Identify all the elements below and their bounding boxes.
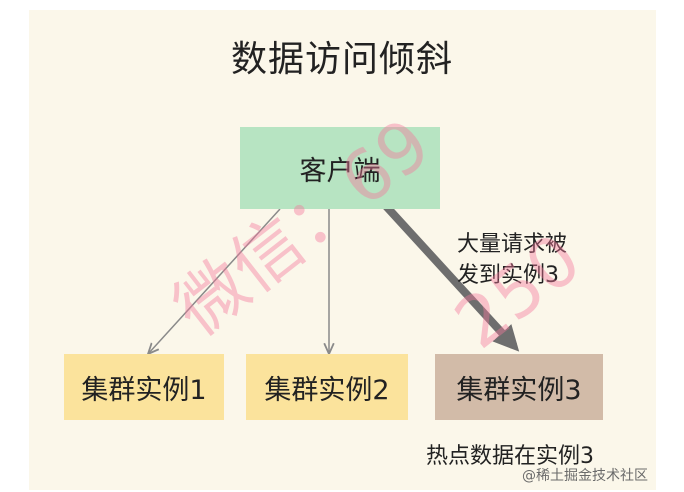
- heavy-traffic-label-line-1: 大量请求被: [457, 232, 568, 257]
- edge-client-to-instance1: [148, 208, 281, 354]
- hotspot-note: 热点数据在实例3: [426, 444, 594, 469]
- instance-1-node: 集群实例1: [64, 354, 224, 420]
- diagram-title: 数据访问倾斜: [230, 39, 453, 80]
- source-credit: @稀土掘金技术社区: [522, 468, 648, 484]
- instance-3-node: 集群实例3: [435, 354, 603, 420]
- heavy-traffic-label-line-2: 发到实例3: [457, 263, 559, 288]
- client-node: 客户端: [240, 127, 440, 209]
- instance-2-node: 集群实例2: [246, 354, 408, 420]
- heavy-traffic-label: 大量请求被 发到实例3: [457, 229, 607, 291]
- edge-client-to-instance3: [382, 202, 520, 352]
